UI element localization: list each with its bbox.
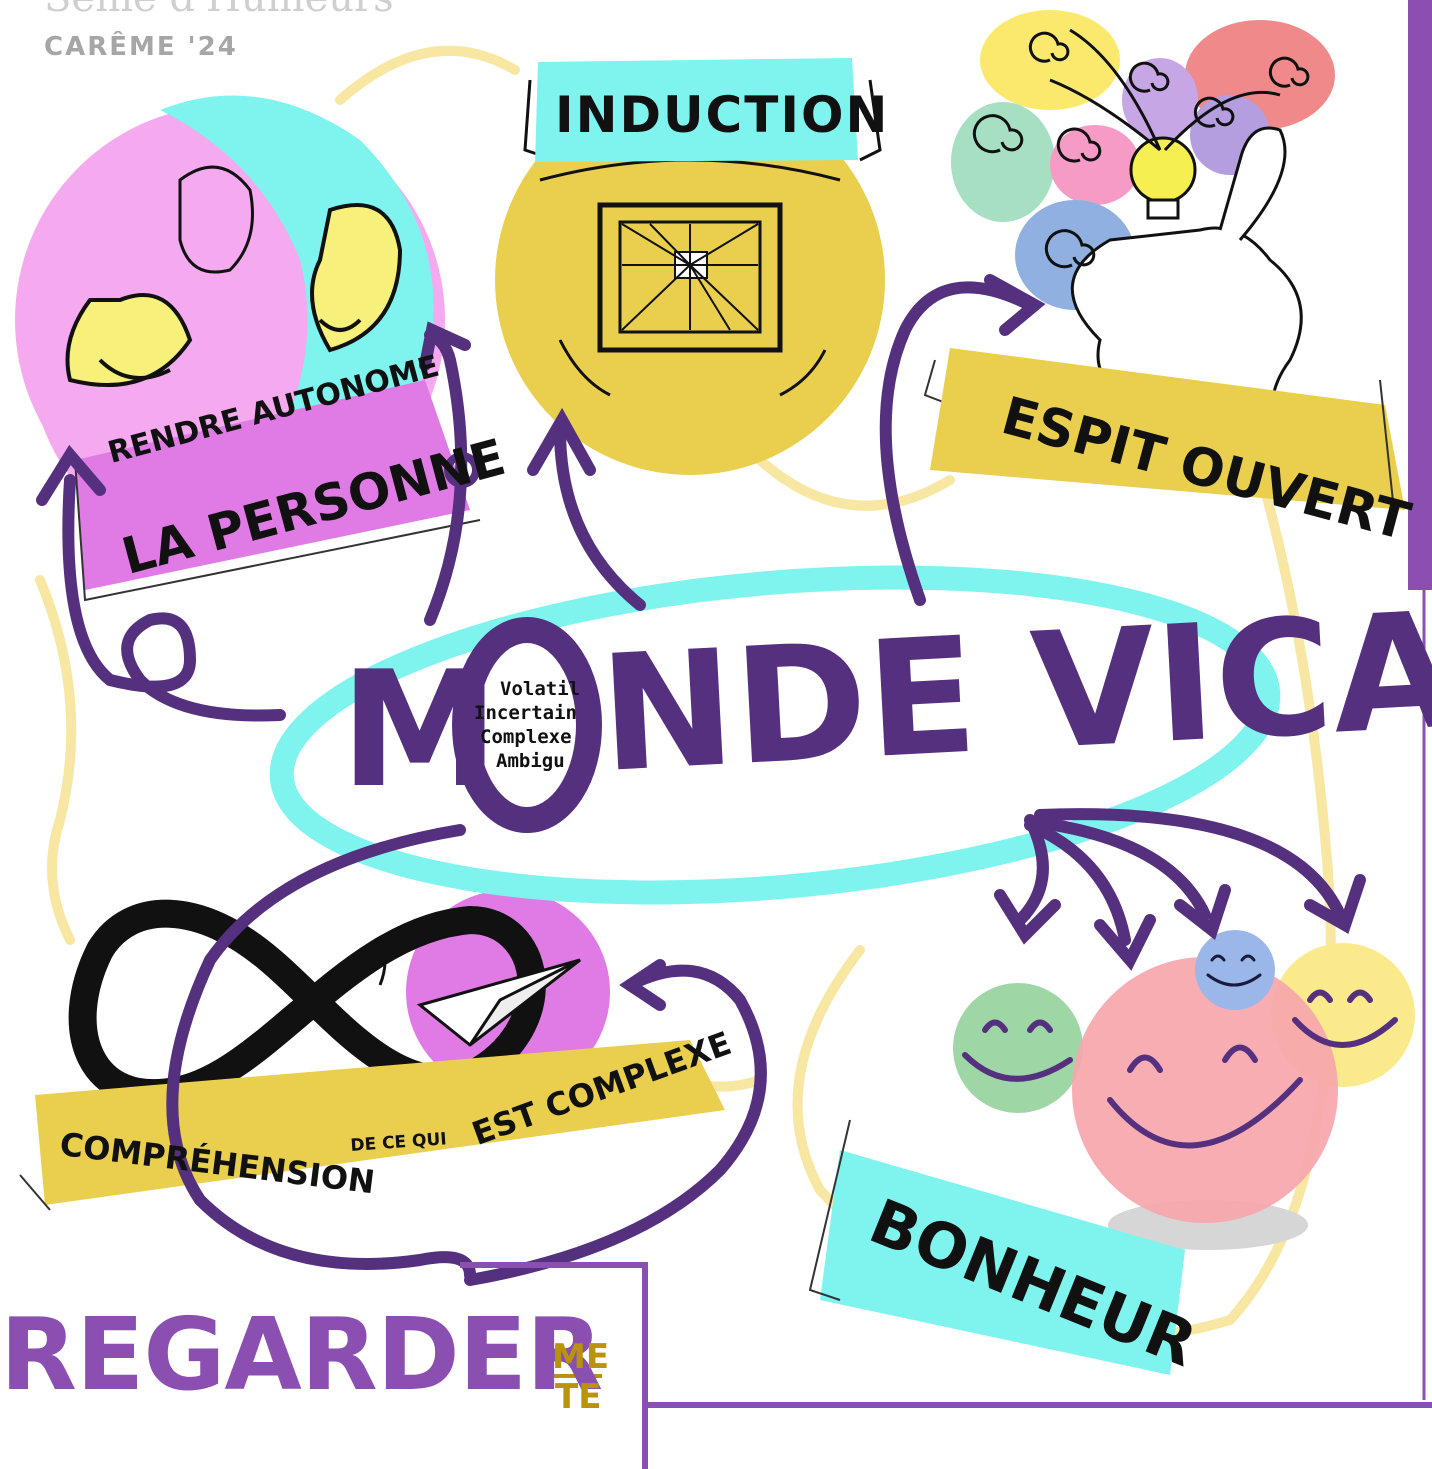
center-title-end: NDE VICA xyxy=(595,576,1432,808)
autonome-ring xyxy=(444,452,480,488)
right-border xyxy=(1408,0,1432,590)
bonheur-illustration xyxy=(953,930,1415,1250)
induction-banner xyxy=(523,58,882,162)
vica-complexe: Complexe xyxy=(480,726,572,748)
footer-box xyxy=(460,1262,1432,1469)
bonheur-banner xyxy=(808,1119,1185,1375)
center-title-start: M xyxy=(340,636,500,823)
vica-volatil: Volatil xyxy=(500,678,581,700)
esprit-banner xyxy=(923,348,1405,521)
header-title: Semé d'Humeurs xyxy=(44,0,394,18)
center-big-o xyxy=(452,617,602,833)
header-subtitle: CARÊME '24 xyxy=(44,32,238,62)
induction-label: INDUCTION xyxy=(555,86,890,144)
central-ellipse xyxy=(269,565,1281,905)
induction-illustration xyxy=(495,85,885,475)
footer-brand[interactable]: REGARDER xyxy=(0,1296,603,1413)
vica-incertain: Incertain xyxy=(474,702,577,724)
vica-ambigu: Ambigu xyxy=(496,750,565,772)
autonome-banner xyxy=(74,380,481,602)
logo-top: ME xyxy=(552,1337,610,1377)
comprehension-banner xyxy=(19,1040,725,1211)
purple-arrows xyxy=(36,274,1366,1286)
logo-bottom: TE xyxy=(555,1377,602,1417)
